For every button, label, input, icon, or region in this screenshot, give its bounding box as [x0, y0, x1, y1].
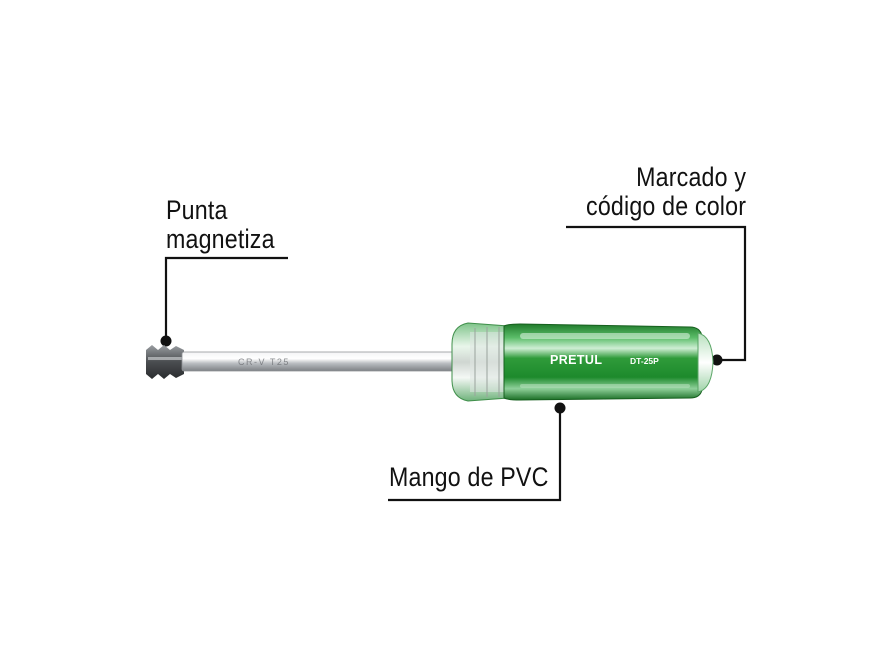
leader-lines: [164, 225, 747, 502]
tip-callout-line1: Punta: [166, 195, 228, 225]
tip-callout-label: Punta magnetiza: [166, 196, 275, 254]
handle-callout-label: Mango de PVC: [389, 463, 549, 492]
marking-callout-line1: Marcado y: [636, 162, 746, 192]
marking-callout-label: Marcado y código de color: [586, 163, 746, 221]
marking-leader-dot: [711, 354, 723, 366]
handle-callout-line1: Mango de PVC: [389, 462, 549, 492]
handle-ferrule: [451, 322, 509, 402]
marking-callout-line2: código de color: [585, 191, 746, 221]
model-label: DT-25P: [630, 356, 659, 366]
handle-leader-line: [388, 410, 562, 502]
tip-leader-line: [164, 256, 288, 340]
shaft: CR-V T25: [181, 351, 459, 372]
handle-leader-dot: [554, 402, 566, 414]
shaft-engraving: CR-V T25: [238, 357, 290, 367]
tip-leader-dot: [160, 335, 172, 347]
leader-dots: [160, 335, 723, 414]
tip-callout-line2: magnetiza: [166, 224, 275, 254]
handle-body: PRETUL DT-25P: [503, 323, 703, 401]
marking-leader-line: [566, 225, 747, 362]
handle-end-cap: [697, 332, 714, 393]
brand-label: PRETUL: [550, 353, 602, 367]
torx-tip: [146, 345, 184, 379]
